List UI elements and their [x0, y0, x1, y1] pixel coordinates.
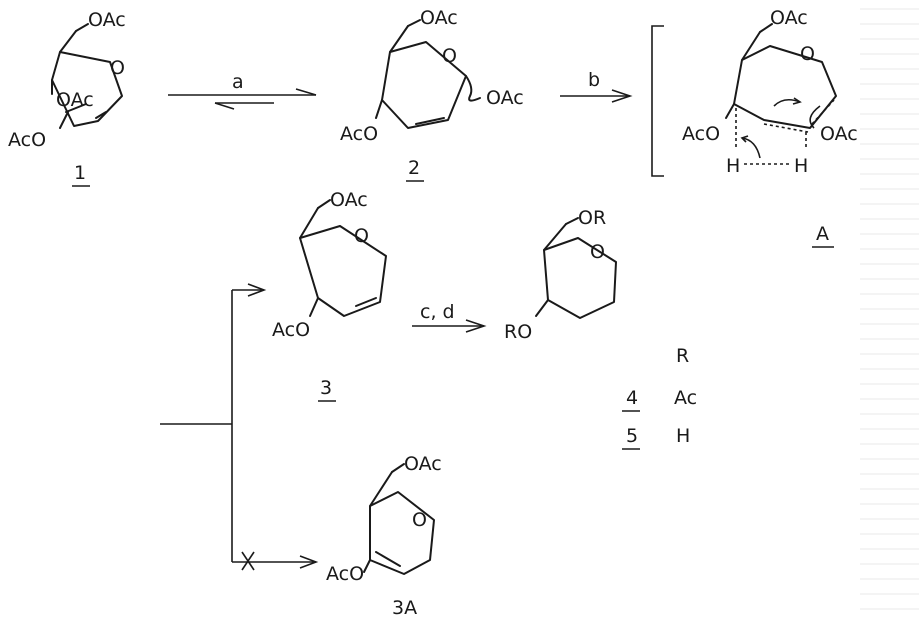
ro-label: RO [504, 321, 532, 343]
compound-1-number: 1 [74, 162, 86, 184]
r-substituent-table: R 4 Ac 5 H [622, 345, 697, 450]
reaction-arrow-cd [412, 319, 487, 333]
ring-oxygen-label: O [442, 45, 457, 67]
r-column-header: R [676, 345, 689, 367]
hydrogen-label: H [794, 155, 808, 177]
compound-3a-structure: OAc O AcO [326, 453, 442, 585]
hydrogen-label: H [726, 155, 740, 177]
ring-oxygen-label: O [412, 509, 427, 531]
oac-label: OAc [404, 453, 442, 475]
adjacent-page-text-strip [860, 0, 919, 623]
branch-arrows [160, 283, 319, 571]
compound-2-structure: OAc O OAc AcO [340, 7, 524, 145]
equilibrium-arrow-a [168, 88, 317, 110]
oac-label: OAc [56, 89, 94, 111]
oac-label: OAc [820, 123, 858, 145]
intermediate-a-label: A [816, 223, 829, 245]
ring-oxygen-label: O [110, 57, 125, 79]
compound-3a-number: 3A [392, 597, 417, 619]
aco-label: AcO [8, 129, 46, 151]
reaction-arrow-b [560, 89, 633, 103]
r-value-ac: Ac [674, 387, 697, 409]
compound-4-5-structure: OR O RO [504, 207, 617, 343]
compound-4-number: 4 [626, 387, 638, 409]
aco-label: AcO [326, 563, 364, 585]
compound-3-structure: OAc O AcO [272, 189, 387, 341]
oac-label: OAc [486, 87, 524, 109]
aco-label: AcO [340, 123, 378, 145]
oac-label: OAc [420, 7, 458, 29]
transition-state-a-structure: OAc O OAc AcO H H [651, 7, 885, 177]
oac-label: OAc [88, 9, 126, 31]
reagent-a: a [232, 71, 244, 93]
aco-label: AcO [272, 319, 310, 341]
r-value-h: H [676, 425, 690, 447]
compound-5-number: 5 [626, 425, 638, 447]
ring-oxygen-label: O [800, 43, 815, 65]
reagent-b: b [588, 69, 600, 91]
compound-1-structure: OAc O OAc AcO [8, 9, 126, 151]
aco-label: AcO [682, 123, 720, 145]
compound-3-number: 3 [320, 377, 332, 399]
ring-oxygen-label: O [590, 241, 605, 263]
compound-2-number: 2 [408, 157, 420, 179]
oac-label: OAc [330, 189, 368, 211]
oac-label: OAc [770, 7, 808, 29]
or-label: OR [578, 207, 606, 229]
ring-oxygen-label: O [354, 225, 369, 247]
reagent-cd: c, d [420, 301, 455, 323]
